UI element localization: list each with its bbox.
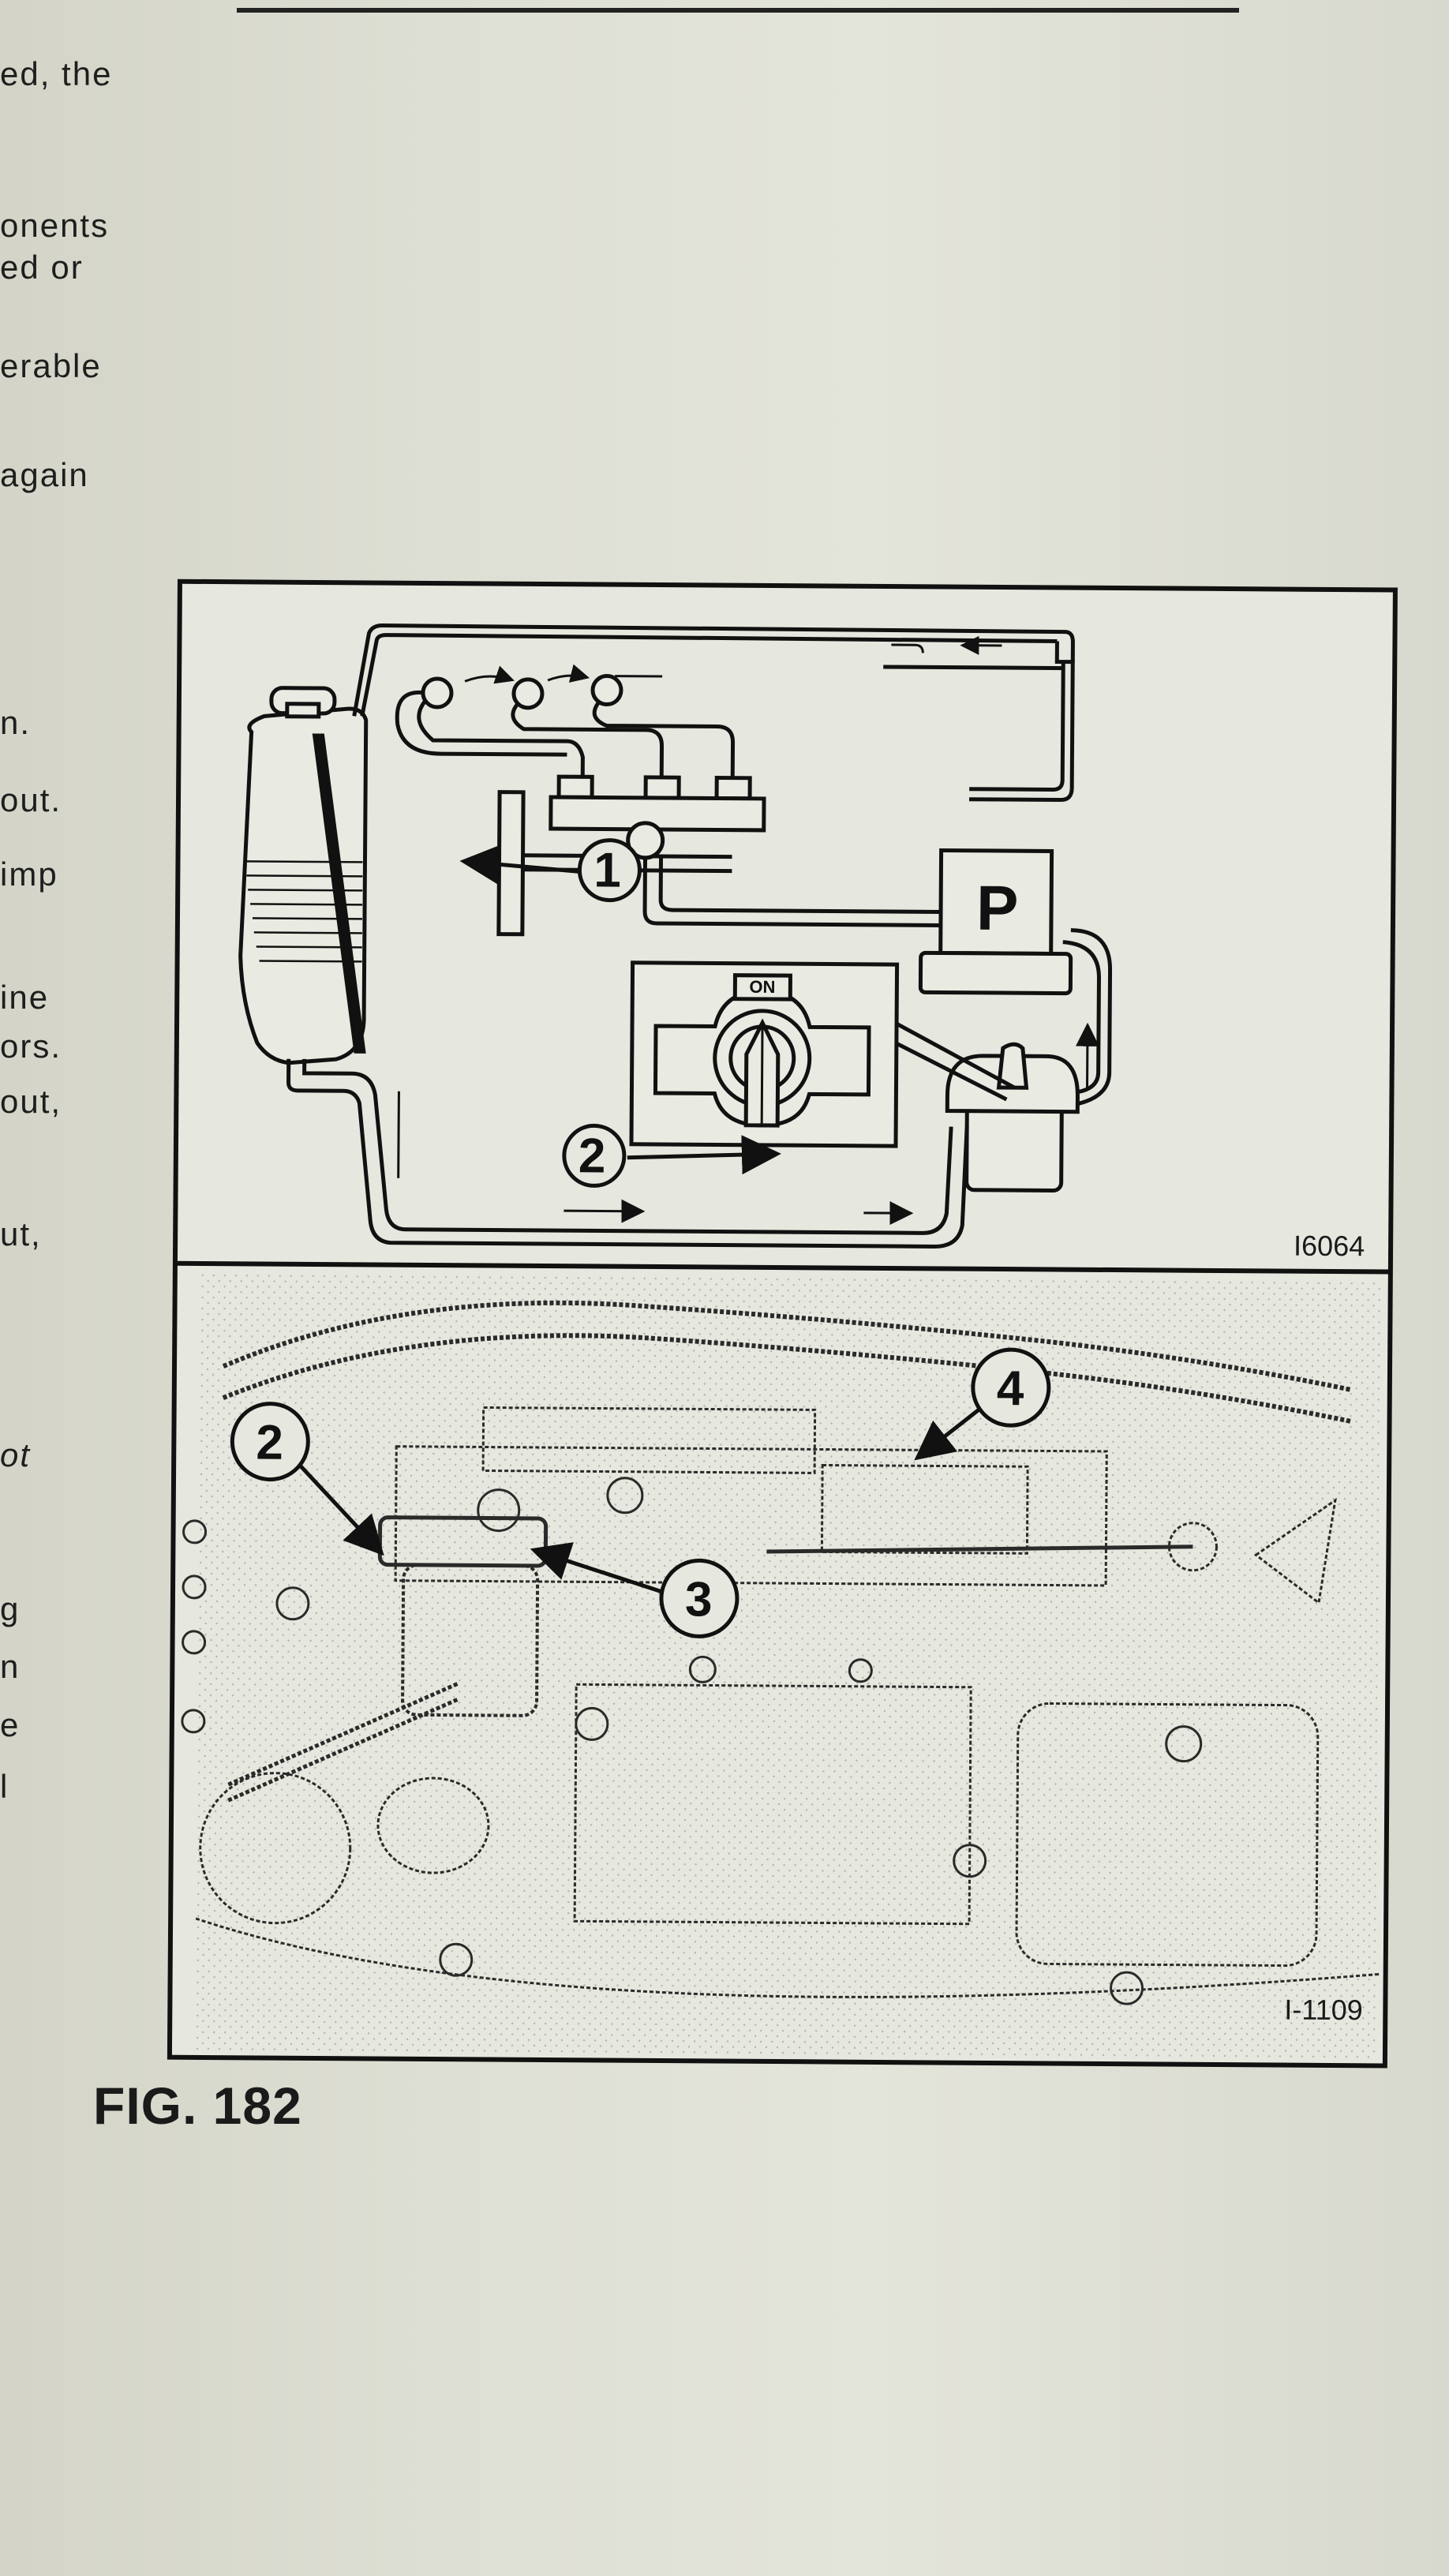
figure-caption: FIG. 182 [93,2076,302,2135]
header-rule [237,8,1239,13]
top-reference-code: I6064 [1294,1230,1365,1263]
figure-artwork: ON P 1 2 I6064 2 3 4 I-1109 [167,578,1398,2069]
margin-text-line: out. [0,781,62,818]
margin-text-line: ut, [0,1215,42,1252]
fuel-system-schematic [238,623,1113,1249]
pump-p-label: P [976,873,1019,943]
callout-2-bottom-number: 2 [256,1415,283,1470]
callout-1-number: 1 [593,843,621,897]
margin-text-line: imp [0,856,58,893]
margin-text-line: erable [0,347,102,384]
margin-text-line: n [0,1648,21,1685]
callout-2-top [562,1123,781,1188]
callout-1 [459,838,642,903]
figure-182: ON P 1 2 I6064 2 3 4 I-1109 [84,576,1414,2077]
margin-text-line: again [0,456,89,493]
margin-text-line: out, [0,1083,62,1120]
panel-divider [174,1260,1391,1275]
margin-text-line: ors. [0,1028,62,1065]
callout-2-bottom [230,1402,384,1556]
bottom-reference-code: I-1109 [1284,1994,1363,2027]
callout-4 [914,1347,1051,1461]
callout-3-number: 3 [685,1572,713,1627]
margin-text-line: ine [0,979,50,1016]
engine-drawing [181,1271,1384,2061]
fuel-tank [238,686,369,1065]
margin-text-line: g [0,1590,21,1627]
callout-4-number: 4 [997,1361,1024,1416]
margin-text-line: l [0,1768,9,1805]
margin-text-line: ot [0,1436,32,1473]
switch-on-label: ON [749,977,775,997]
margin-text-line: e [0,1706,21,1743]
margin-text-line: n. [0,704,32,741]
margin-text-line: ed, the [0,55,113,92]
callout-3 [530,1542,739,1638]
callout-2-top-number: 2 [578,1129,606,1183]
margin-text-line: onents [0,207,110,244]
margin-text-line: ed or [0,249,84,286]
